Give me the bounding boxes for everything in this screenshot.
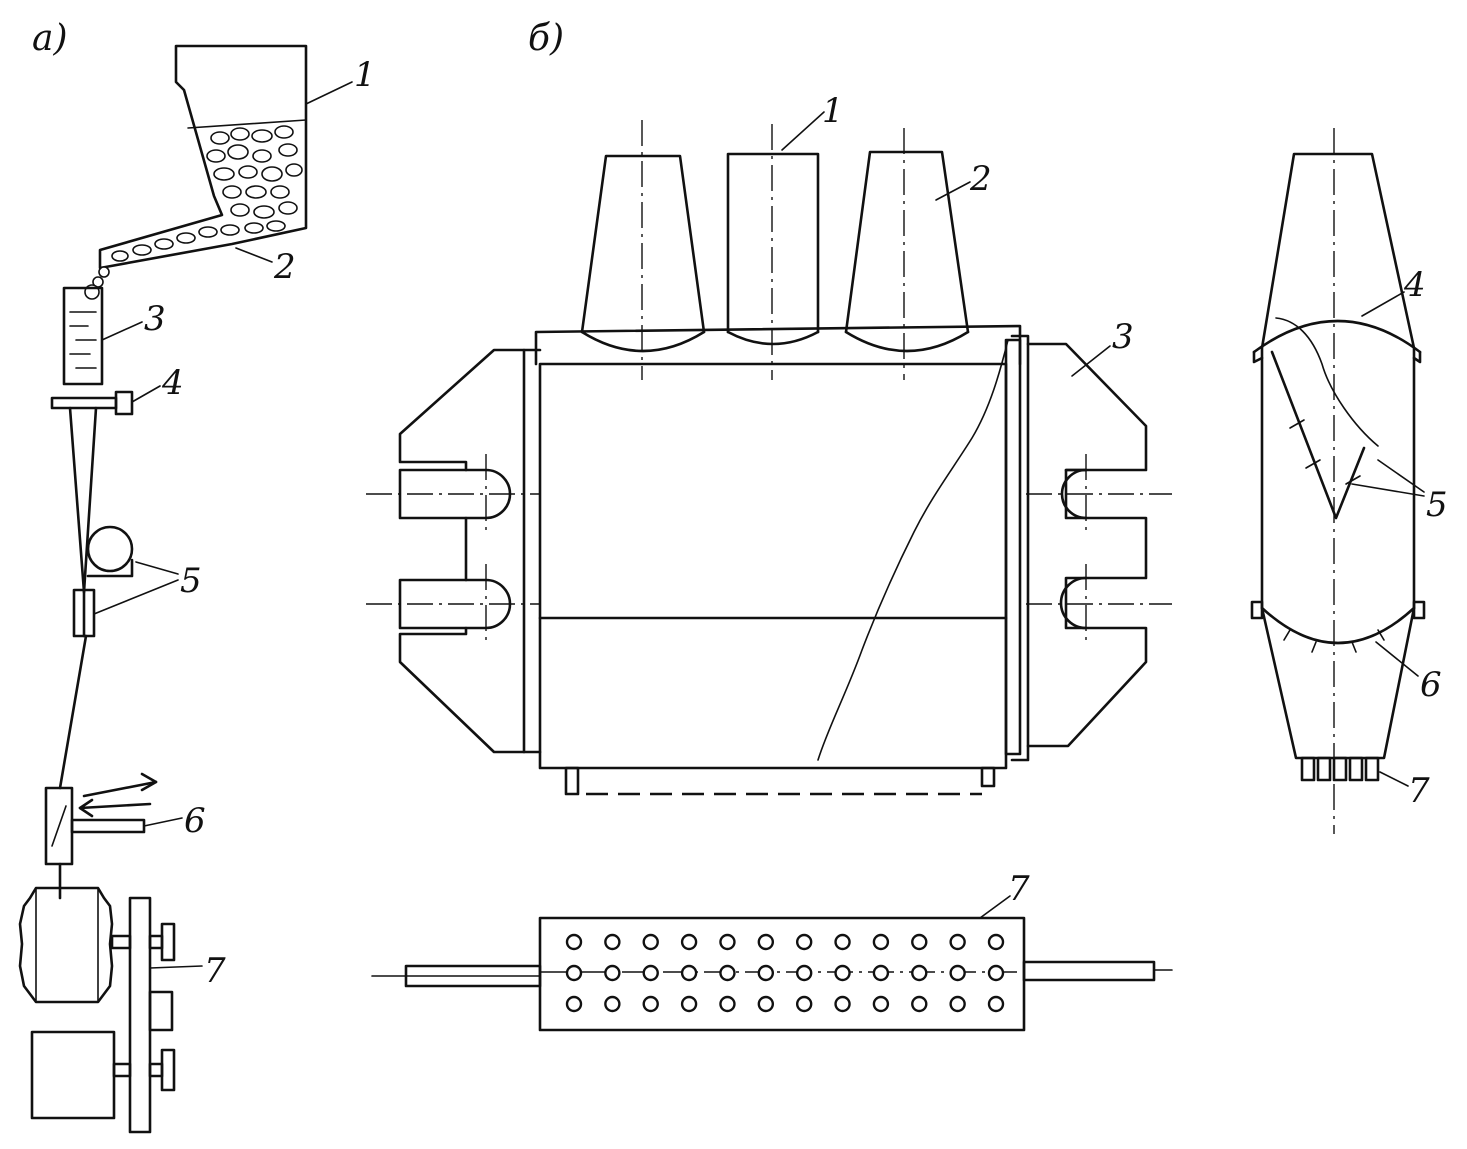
tip-hole bbox=[949, 933, 966, 951]
tip-hole bbox=[872, 995, 890, 1013]
tip-hole bbox=[949, 995, 966, 1013]
tip-hole bbox=[642, 995, 659, 1013]
panel-a-label: а) bbox=[32, 18, 68, 59]
tip-hole bbox=[987, 995, 1005, 1013]
panel-b-tip-plate: 7 bbox=[371, 869, 1173, 1032]
tip-hole bbox=[680, 964, 698, 982]
bushing-plate bbox=[50, 390, 134, 416]
panel-b-label: б) bbox=[528, 18, 564, 59]
tip-hole bbox=[795, 964, 813, 982]
tip-hole bbox=[834, 964, 851, 982]
callout-b-5: 5 bbox=[1426, 485, 1448, 525]
callout-b-3: 3 bbox=[1112, 317, 1134, 357]
hopper-pellets bbox=[111, 125, 303, 262]
callout-b-6: 6 bbox=[1420, 665, 1442, 705]
tip-hole bbox=[680, 995, 698, 1013]
tip-hole bbox=[719, 995, 736, 1013]
callout-plate-7: 7 bbox=[1008, 869, 1030, 909]
tip-hole bbox=[872, 933, 890, 951]
hopper bbox=[84, 44, 308, 300]
callout-a-2: 2 bbox=[273, 247, 296, 287]
callout-b-1: 1 bbox=[822, 91, 844, 131]
callout-b-7: 7 bbox=[1408, 771, 1430, 811]
tip-holes bbox=[565, 933, 1005, 1013]
callout-a-6: 6 bbox=[184, 801, 206, 841]
crucible bbox=[62, 286, 104, 386]
tip-hole bbox=[680, 933, 698, 951]
tip-hole bbox=[911, 933, 928, 951]
callout-a-7: 7 bbox=[204, 951, 226, 991]
tip-hole bbox=[757, 995, 775, 1013]
tip-hole bbox=[565, 964, 583, 982]
tip-hole bbox=[911, 995, 928, 1013]
tip-hole bbox=[795, 995, 813, 1013]
tip-hole bbox=[795, 933, 813, 951]
tip-hole bbox=[949, 964, 966, 982]
callout-b-4: 4 bbox=[1403, 265, 1426, 305]
tip-hole bbox=[911, 964, 928, 982]
panel-a: а) bbox=[18, 18, 376, 1134]
tip-hole bbox=[834, 933, 851, 951]
tip-hole bbox=[719, 933, 736, 951]
tip-hole bbox=[642, 933, 659, 951]
applicator bbox=[72, 525, 134, 638]
tip-hole bbox=[987, 933, 1005, 951]
tip-hole bbox=[757, 933, 775, 951]
tip-hole bbox=[565, 933, 583, 951]
tip-hole bbox=[642, 964, 659, 982]
callout-a-1: 1 bbox=[354, 55, 376, 95]
winder bbox=[18, 886, 176, 1134]
callout-b-2: 2 bbox=[969, 159, 992, 199]
tip-hole bbox=[987, 964, 1005, 982]
tip-hole bbox=[834, 995, 851, 1013]
tip-hole bbox=[565, 995, 583, 1013]
panel-b-side-view: 4 5 6 7 bbox=[1250, 128, 1448, 834]
panel-b-front-view: б) bbox=[366, 18, 1172, 796]
callout-a-5: 5 bbox=[180, 561, 202, 601]
tip-hole bbox=[719, 964, 736, 982]
tip-hole bbox=[604, 995, 621, 1013]
tip-hole bbox=[604, 964, 621, 982]
callout-a-4: 4 bbox=[161, 363, 184, 403]
tip-hole bbox=[757, 964, 775, 982]
tip-hole bbox=[872, 964, 890, 982]
callout-a-3: 3 bbox=[144, 299, 166, 339]
traverse-guide bbox=[44, 772, 158, 866]
tip-hole bbox=[604, 933, 621, 951]
